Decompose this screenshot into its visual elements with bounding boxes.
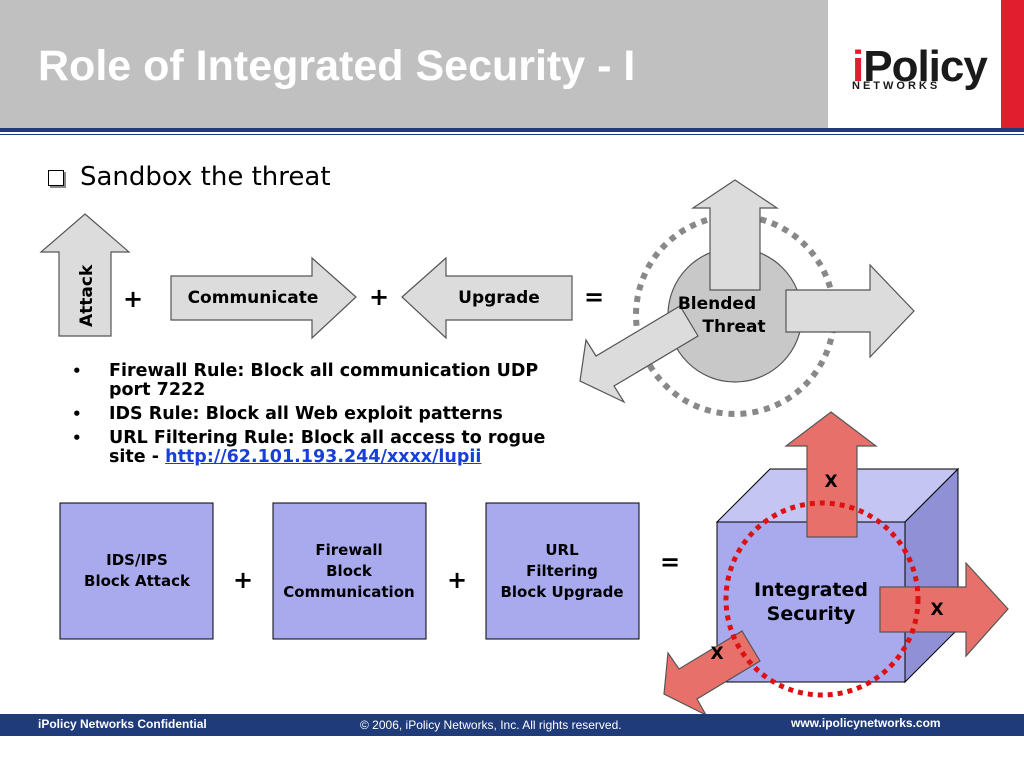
threat-up-arrow bbox=[691, 179, 779, 291]
rogue-site-link[interactable]: http://62.101.193.244/xxxx/lupii bbox=[165, 447, 482, 467]
rule-ids: • IDS Rule: Block all Web exploit pattern… bbox=[72, 405, 572, 424]
rule-url-text: URL Filtering Rule: Block all access to … bbox=[109, 428, 546, 467]
footer-website: www.ipolicynetworks.com bbox=[791, 716, 941, 730]
equals-2: = bbox=[660, 548, 680, 576]
bullet-dot-icon: • bbox=[72, 405, 82, 423]
logo-name: Policy bbox=[863, 42, 988, 91]
rule-ids-text: IDS Rule: Block all Web exploit patterns bbox=[109, 404, 503, 424]
cube-label-line2: Security bbox=[767, 603, 856, 625]
containment-red-ring bbox=[723, 500, 921, 698]
blended-label: Blended bbox=[678, 294, 756, 314]
blocked-downleft-arrow bbox=[663, 630, 761, 717]
title-bar bbox=[0, 0, 828, 128]
plus-2: + bbox=[369, 283, 389, 311]
communicate-arrow bbox=[170, 256, 357, 340]
url-line1: URL bbox=[545, 541, 579, 559]
rule-firewall: • Firewall Rule: Block all communication … bbox=[72, 362, 572, 400]
plus-1: + bbox=[123, 285, 143, 313]
rules-list: • Firewall Rule: Block all communication … bbox=[72, 362, 572, 472]
footer-confidential: iPolicy Networks Confidential bbox=[38, 717, 207, 731]
ids-ips-line1: IDS/IPS bbox=[106, 551, 168, 569]
bullet-dot-icon: • bbox=[72, 429, 82, 447]
threat-right-arrow bbox=[785, 263, 915, 359]
x-mark-left: X bbox=[710, 644, 723, 664]
rule-firewall-text: Firewall Rule: Block all communication U… bbox=[109, 361, 539, 400]
firewall-line3: Communication bbox=[283, 583, 414, 601]
ids-ips-line2: Block Attack bbox=[84, 572, 191, 590]
ipolicy-logo: iPolicy bbox=[852, 42, 988, 92]
bullet-dot-icon: • bbox=[72, 362, 82, 380]
upgrade-label: Upgrade bbox=[458, 288, 540, 308]
communicate-label: Communicate bbox=[188, 288, 319, 308]
cube-label-line1: Integrated bbox=[754, 579, 868, 601]
attack-label: Attack bbox=[77, 264, 97, 327]
slide-title: Role of Integrated Security - I bbox=[38, 42, 636, 90]
url-line3: Block Upgrade bbox=[500, 583, 623, 601]
checkbox-bullet-icon bbox=[48, 170, 64, 186]
x-mark-right: X bbox=[930, 600, 943, 620]
url-filtering-box bbox=[485, 502, 640, 640]
main-bullet-text: Sandbox the threat bbox=[80, 162, 331, 192]
header-rule-thin bbox=[0, 134, 1024, 135]
logo-subtitle: NETWORKS bbox=[852, 80, 941, 92]
url-line2: Filtering bbox=[526, 562, 598, 580]
upgrade-arrow bbox=[401, 256, 573, 340]
blocked-right-arrow bbox=[879, 561, 1009, 658]
equals-1: = bbox=[584, 283, 604, 311]
threat-downleft-arrow bbox=[579, 305, 699, 404]
header-rule bbox=[0, 128, 1024, 132]
threat-label: Threat bbox=[702, 317, 765, 337]
footer-copyright: © 2006, iPolicy Networks, Inc. All right… bbox=[360, 718, 622, 732]
attack-arrow bbox=[39, 213, 131, 337]
firewall-line2: Block bbox=[326, 562, 373, 580]
plus-3: + bbox=[233, 566, 253, 594]
main-bullet: Sandbox the threat bbox=[48, 162, 331, 192]
x-mark-top: X bbox=[824, 472, 837, 492]
logo-panel bbox=[828, 0, 1024, 128]
ids-ips-box bbox=[59, 502, 214, 640]
firewall-line1: Firewall bbox=[315, 541, 382, 559]
logo-prefix: i bbox=[852, 42, 864, 91]
plus-4: + bbox=[447, 566, 467, 594]
rule-url: • URL Filtering Rule: Block all access to… bbox=[72, 429, 572, 467]
logo-red-bar bbox=[1001, 0, 1024, 128]
firewall-box bbox=[272, 502, 427, 640]
footer-bar bbox=[0, 714, 1024, 736]
